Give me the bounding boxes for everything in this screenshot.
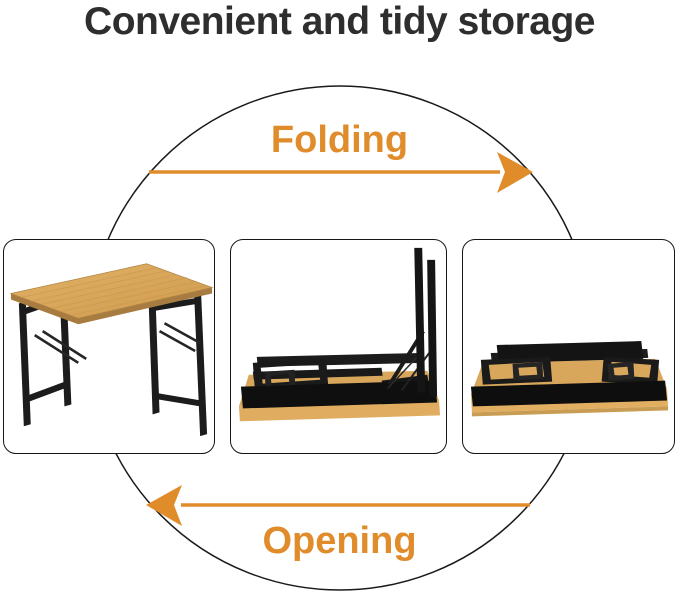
panel-table-open: [3, 239, 215, 454]
opening-label: Opening: [262, 520, 417, 562]
folding-arrow-head: [497, 152, 533, 193]
folded-frame: [470, 341, 668, 407]
upright-leg-frame: [414, 247, 438, 397]
tabletop-edge: [10, 287, 213, 325]
table-open-image: [9, 263, 214, 437]
board-bottom-line: [471, 406, 669, 417]
panel-table-folded: [462, 239, 675, 454]
table-half-folded-image: [238, 247, 441, 422]
panel-table-half-folded: [230, 239, 447, 454]
page-title: Convenient and tidy storage: [84, 0, 595, 43]
folding-label: Folding: [270, 119, 409, 161]
opening-arrow-head: [146, 485, 182, 526]
table-folded-image: [470, 341, 669, 417]
folding-braces: [34, 322, 201, 364]
wood-grain: [20, 267, 207, 316]
